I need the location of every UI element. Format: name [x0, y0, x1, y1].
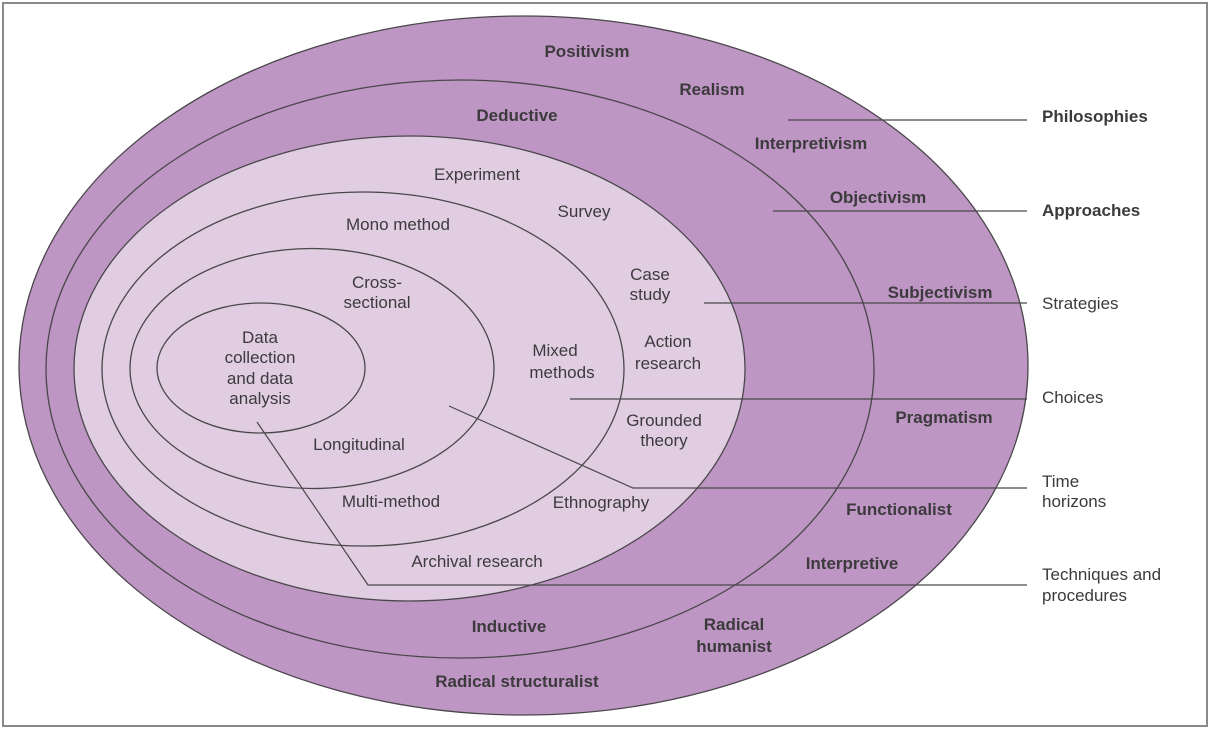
label-data-line3: and data [227, 369, 294, 388]
side-label-techniques-line1: Techniques and [1042, 565, 1161, 584]
label-grounded-theory-line2: theory [640, 431, 688, 450]
label-pragmatism: Pragmatism [895, 408, 992, 427]
side-label-philosophies: Philosophies [1042, 107, 1148, 126]
side-label-techniques-line2: procedures [1042, 586, 1127, 605]
label-data-line2: collection [225, 348, 296, 367]
label-functionalist: Functionalist [846, 500, 952, 519]
label-cross-sectional-line2: sectional [343, 293, 410, 312]
label-mono-method: Mono method [346, 215, 450, 234]
leader-line-time-horizons [448, 405, 1027, 489]
label-survey: Survey [558, 202, 611, 221]
label-data-line1: Data [242, 328, 278, 347]
label-deductive: Deductive [476, 106, 557, 125]
label-mixed-methods-line2: methods [529, 363, 594, 382]
label-objectivism: Objectivism [830, 188, 926, 207]
label-positivism: Positivism [544, 42, 629, 61]
label-inductive: Inductive [472, 617, 547, 636]
label-archival-research: Archival research [411, 552, 542, 571]
leader-line-techniques [256, 421, 1027, 586]
side-label-strategies: Strategies [1042, 294, 1119, 313]
label-ethnography: Ethnography [553, 493, 650, 512]
layer-time-horizons [129, 247, 495, 490]
label-case-study-line1: Case [630, 265, 670, 284]
label-interpretive: Interpretive [806, 554, 899, 573]
label-data-line4: analysis [229, 389, 290, 408]
label-radical-structuralist: Radical structuralist [435, 672, 599, 691]
label-cross-sectional-line1: Cross- [352, 273, 402, 292]
label-mixed-methods-line1: Mixed [532, 341, 577, 360]
layer-choices [101, 191, 625, 547]
label-radical-humanist-line1: Radical [704, 615, 764, 634]
label-multi-method: Multi-method [342, 492, 440, 511]
label-interpretivism: Interpretivism [755, 134, 867, 153]
side-label-time-horizons-line2: horizons [1042, 492, 1106, 511]
label-action-research-line2: research [635, 354, 701, 373]
layer-techniques [156, 302, 366, 434]
layer-strategies [73, 135, 746, 602]
label-case-study-line2: study [630, 285, 671, 304]
label-action-research-line1: Action [644, 332, 691, 351]
side-label-approaches: Approaches [1042, 201, 1140, 220]
label-realism: Realism [679, 80, 744, 99]
side-label-time-horizons-line1: Time [1042, 472, 1079, 491]
label-grounded-theory-line1: Grounded [626, 411, 702, 430]
label-experiment: Experiment [434, 165, 520, 184]
label-longitudinal: Longitudinal [313, 435, 405, 454]
label-radical-humanist-line2: humanist [696, 637, 772, 656]
side-label-choices: Choices [1042, 388, 1103, 407]
label-subjectivism: Subjectivism [888, 283, 993, 302]
